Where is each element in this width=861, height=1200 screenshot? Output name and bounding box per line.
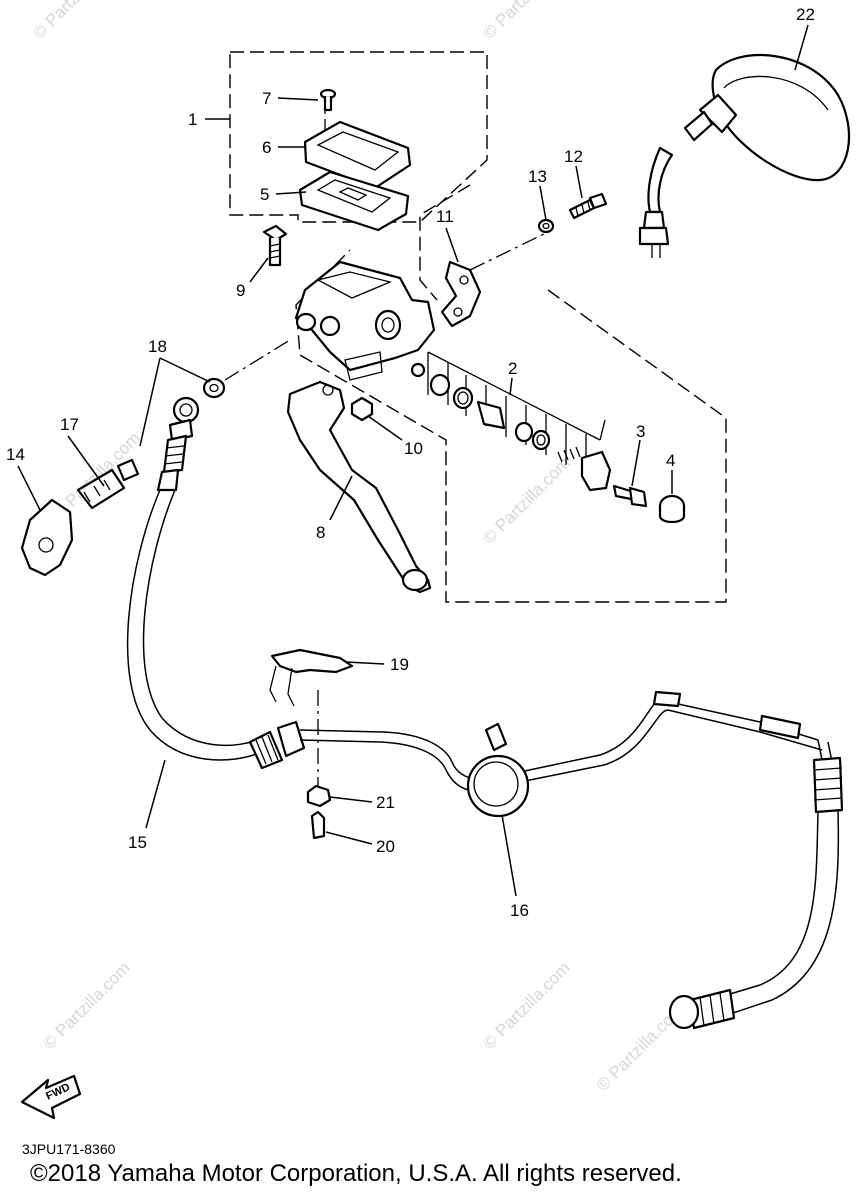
callout-13: 13 — [528, 167, 547, 186]
callout-3: 3 — [636, 422, 645, 441]
part-22-mirror — [638, 53, 851, 258]
part-8-lever — [286, 380, 432, 594]
callout-5: 5 — [260, 185, 269, 204]
watermark-2: © Partzilla.com — [479, 0, 573, 43]
callout-20: 20 — [376, 837, 395, 856]
callout-14: 14 — [6, 445, 25, 464]
part-17-switch — [76, 458, 140, 510]
callout-10: 10 — [404, 439, 423, 458]
callout-8: 8 — [316, 523, 325, 542]
callout-9: 9 — [236, 281, 245, 300]
part-5-diaphragm — [298, 170, 410, 232]
watermark-4: © Partzilla.com — [479, 453, 573, 547]
group-outline-reservoir-cap — [229, 51, 488, 223]
leader-lines — [17, 24, 809, 897]
watermark-1: © Partzilla.com — [29, 0, 123, 43]
callout-18: 18 — [148, 337, 167, 356]
callout-6: 6 — [262, 138, 271, 157]
part-20-bolt — [310, 810, 326, 840]
master-cylinder-body — [294, 260, 436, 381]
lower-brake-hose — [668, 756, 844, 1030]
part-7-screw — [319, 88, 337, 112]
watermark-6: © Partzilla.com — [479, 958, 573, 1052]
fwd-arrow-icon: FWD — [20, 1074, 82, 1120]
part-13-washer — [537, 218, 555, 234]
brake-pipe — [299, 690, 833, 793]
axis-line-clamp — [469, 231, 549, 271]
callout-2: 2 — [508, 359, 517, 378]
part-18-washer — [202, 377, 226, 399]
part-14-cover — [20, 498, 74, 577]
part-11-clamp — [440, 260, 482, 328]
callout-17: 17 — [60, 415, 79, 434]
callout-21: 21 — [376, 793, 395, 812]
callout-15: 15 — [128, 833, 147, 852]
part-9-bolt — [262, 224, 288, 267]
part-2-piston-kit — [410, 351, 612, 492]
callout-19: 19 — [390, 655, 409, 674]
callout-16: 16 — [510, 901, 529, 920]
part-10-nut — [350, 396, 374, 422]
part-19-bracket — [269, 648, 354, 707]
part-3-pushrod — [612, 484, 648, 508]
callout-11: 11 — [436, 207, 454, 226]
callout-7: 7 — [262, 89, 271, 108]
part-21-nut — [306, 784, 332, 808]
copyright-notice: ©2018 Yamaha Motor Corporation, U.S.A. A… — [30, 1160, 682, 1187]
group-outline-clamp — [419, 184, 471, 301]
part-16-clamp-ring — [466, 722, 530, 818]
callout-22: 22 — [796, 5, 815, 24]
callouts: 1 2 3 4 5 6 7 8 9 10 11 12 13 14 15 16 1… — [6, 5, 815, 920]
watermark-5: © Partzilla.com — [39, 958, 133, 1052]
part-4-boot — [658, 494, 686, 524]
group-outline-master-cylinder — [295, 249, 727, 603]
diagram-code: 3JPU171-8360 — [22, 1141, 116, 1157]
part-12-bolt — [568, 192, 608, 220]
callout-12: 12 — [564, 147, 583, 166]
callout-1: 1 — [188, 110, 197, 129]
callout-4: 4 — [666, 451, 675, 470]
axis-line-washer — [224, 339, 291, 381]
part-15-hose — [126, 396, 306, 770]
